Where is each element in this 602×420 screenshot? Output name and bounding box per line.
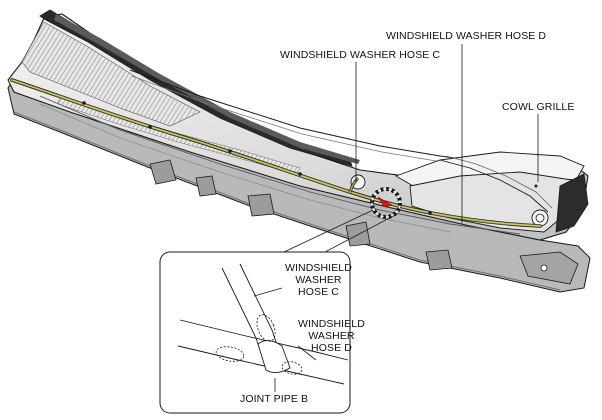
inset-label-hose-d-line2: WASHER: [308, 330, 355, 342]
leader-lines: [283, 44, 539, 261]
inset-label-hose-d-line3: HOSE D: [311, 342, 352, 354]
inset-label-hose-c: WINDSHIELD WASHER HOSE C: [285, 262, 352, 298]
label-cowl-grille: COWL GRILLE: [502, 101, 575, 113]
label-windshield-washer-hose-d: WINDSHIELD WASHER HOSE D: [386, 30, 547, 42]
inset-label-hose-c-line1: WINDSHIELD: [285, 262, 352, 274]
inset-label-hose-d-line1: WINDSHIELD: [298, 318, 365, 330]
detail-inset: [159, 251, 351, 414]
joint-location-marker: [370, 187, 402, 219]
inset-leader-left: [283, 209, 374, 253]
label-windshield-washer-hose-c: WINDSHIELD WASHER HOSE C: [280, 49, 441, 61]
inset-label-hose-d: WINDSHIELD WASHER HOSE D: [298, 318, 365, 354]
inset-label-hose-c-line2: WASHER: [295, 274, 342, 286]
inset-label-joint-pipe-b: JOINT PIPE B: [240, 393, 309, 405]
inset-label-hose-c-line3: HOSE C: [298, 286, 339, 298]
washer-hose: [10, 78, 542, 228]
